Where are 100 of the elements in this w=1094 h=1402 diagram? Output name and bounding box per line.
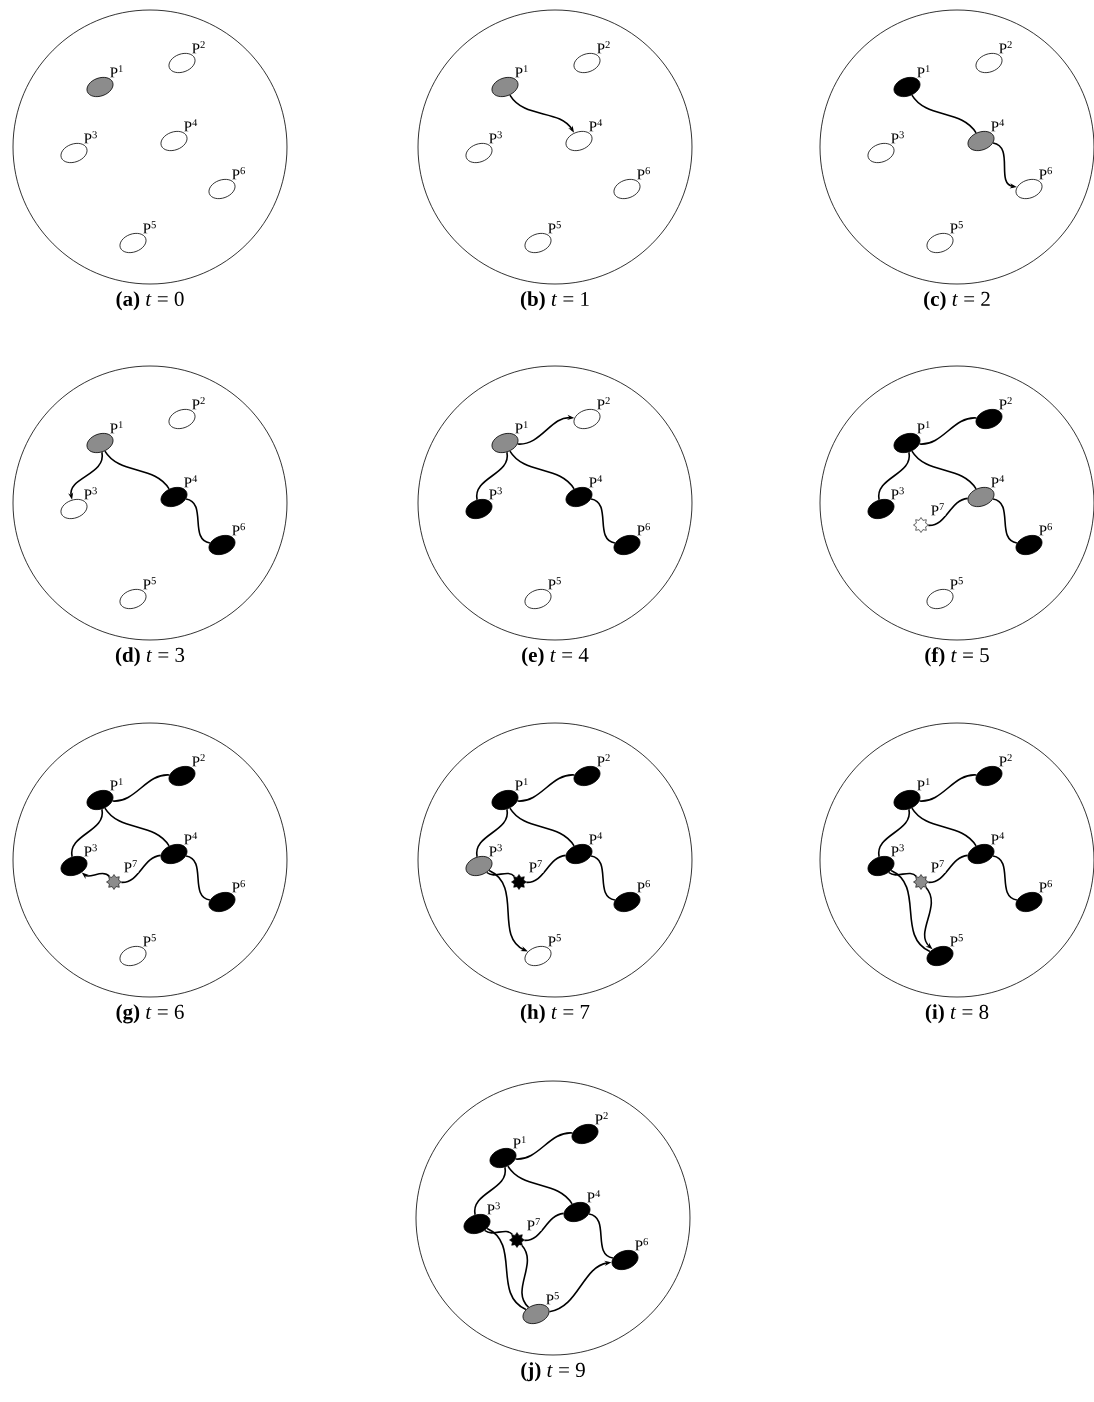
point-label: P$^{4}$ bbox=[588, 474, 604, 488]
point-label: P$^{6}$ bbox=[636, 166, 652, 180]
point-label: P$^{7}$ bbox=[930, 502, 946, 516]
point-label: P$^{5}$ bbox=[949, 220, 965, 234]
star-marker bbox=[511, 874, 527, 890]
point-label: P$^{2}$ bbox=[191, 753, 207, 767]
connector-line bbox=[890, 869, 931, 953]
panel-caption: (j) t = 9 bbox=[521, 1362, 585, 1382]
point-label: P$^{3}$ bbox=[890, 843, 906, 857]
connector-line bbox=[485, 871, 516, 878]
panel-caption: (h) t = 7 bbox=[520, 1004, 590, 1024]
point-label: P$^{5}$ bbox=[547, 933, 563, 947]
point-label: P$^{3}$ bbox=[488, 486, 504, 500]
connector-line bbox=[104, 807, 170, 847]
connector-line bbox=[590, 855, 616, 901]
panel-caption: (d) t = 3 bbox=[115, 647, 185, 667]
point-label: P$^{7}$ bbox=[123, 859, 139, 873]
point-label: P$^{4}$ bbox=[183, 118, 199, 132]
point-label: P$^{4}$ bbox=[990, 831, 1006, 845]
point-label: P$^{2}$ bbox=[998, 396, 1014, 410]
point-label: P$^{1}$ bbox=[109, 420, 125, 434]
point-label: P$^{3}$ bbox=[890, 130, 906, 144]
point-label: P$^{4}$ bbox=[588, 118, 604, 132]
point-label: P$^{5}$ bbox=[949, 576, 965, 590]
point-label: P$^{3}$ bbox=[83, 843, 99, 857]
connector-line bbox=[185, 855, 211, 901]
connector-line bbox=[525, 854, 567, 884]
point-label: P$^{3}$ bbox=[83, 130, 99, 144]
panel-caption: (f) t = 5 bbox=[925, 647, 989, 667]
point-label: P$^{3}$ bbox=[83, 486, 99, 500]
connector-line bbox=[992, 855, 1018, 901]
point-label: P$^{5}$ bbox=[142, 933, 158, 947]
connector-line bbox=[475, 451, 509, 501]
point-label: P$^{3}$ bbox=[486, 1201, 502, 1215]
connector-line bbox=[120, 854, 162, 884]
connector-line bbox=[483, 1229, 514, 1236]
connector-line bbox=[509, 807, 575, 847]
point-label: P$^{5}$ bbox=[547, 220, 563, 234]
connector-line bbox=[927, 854, 969, 884]
point-label: P$^{7}$ bbox=[528, 859, 544, 873]
point-label: P$^{4}$ bbox=[183, 831, 199, 845]
connector-line bbox=[111, 774, 171, 802]
connector-line bbox=[521, 1244, 530, 1309]
point-label: P$^{1}$ bbox=[916, 777, 932, 791]
point-label: P$^{6}$ bbox=[1038, 166, 1054, 180]
connector-line bbox=[992, 498, 1018, 544]
connector-line bbox=[509, 450, 575, 490]
connector-line bbox=[475, 808, 509, 858]
point-label: P$^{2}$ bbox=[596, 753, 612, 767]
panel-caption: (e) t = 4 bbox=[522, 647, 589, 667]
connector-line bbox=[911, 94, 977, 134]
point-label: P$^{7}$ bbox=[526, 1217, 542, 1231]
panel-caption: (g) t = 6 bbox=[116, 1004, 184, 1024]
connector-line bbox=[507, 1165, 573, 1205]
point-label: P$^{1}$ bbox=[514, 64, 530, 78]
panel-caption: (i) t = 8 bbox=[925, 1004, 989, 1024]
connector-line bbox=[104, 450, 170, 490]
point-label: P$^{5}$ bbox=[142, 576, 158, 590]
connector-line bbox=[185, 498, 211, 544]
point-label: P$^{1}$ bbox=[916, 420, 932, 434]
point-label: P$^{1}$ bbox=[514, 420, 530, 434]
connector-line bbox=[918, 774, 978, 802]
point-label: P$^{2}$ bbox=[596, 396, 612, 410]
connector-line bbox=[911, 807, 977, 847]
point-label: P$^{4}$ bbox=[990, 474, 1006, 488]
connector-line bbox=[878, 451, 910, 501]
point-label: P$^{6}$ bbox=[636, 522, 652, 536]
panel-caption: (b) t = 1 bbox=[520, 291, 589, 311]
connector-line bbox=[878, 808, 910, 858]
point-label: P$^{2}$ bbox=[191, 40, 207, 54]
connector-line bbox=[911, 450, 977, 490]
star-marker bbox=[913, 517, 929, 533]
panel-caption: (c) t = 2 bbox=[924, 291, 990, 311]
point-label: P$^{4}$ bbox=[990, 118, 1006, 132]
connector-line bbox=[486, 1227, 527, 1311]
connector-line bbox=[887, 871, 918, 878]
connector-line bbox=[927, 497, 969, 527]
point-label: P$^{4}$ bbox=[588, 831, 604, 845]
point-label: P$^{1}$ bbox=[514, 777, 530, 791]
star-marker bbox=[509, 1232, 525, 1248]
point-label: P$^{6}$ bbox=[231, 879, 247, 893]
point-label: P$^{6}$ bbox=[1038, 522, 1054, 536]
connector-line bbox=[473, 1166, 507, 1216]
point-label: P$^{5}$ bbox=[545, 1291, 561, 1305]
point-label: P$^{3}$ bbox=[488, 130, 504, 144]
connector-line bbox=[514, 1132, 574, 1160]
point-label: P$^{1}$ bbox=[512, 1135, 528, 1149]
panel-caption: (a) t = 0 bbox=[116, 291, 184, 311]
point-label: P$^{3}$ bbox=[488, 843, 504, 857]
point-label: P$^{4}$ bbox=[586, 1189, 602, 1203]
connector-line bbox=[918, 417, 978, 445]
point-label: P$^{1}$ bbox=[916, 64, 932, 78]
connector-line bbox=[590, 498, 616, 544]
point-label: P$^{2}$ bbox=[594, 1111, 610, 1125]
point-label: P$^{6}$ bbox=[636, 879, 652, 893]
point-label: P$^{5}$ bbox=[547, 576, 563, 590]
point-label: P$^{1}$ bbox=[109, 777, 125, 791]
point-label: P$^{2}$ bbox=[596, 40, 612, 54]
connector-line bbox=[71, 808, 103, 858]
connector-line bbox=[588, 1213, 614, 1259]
